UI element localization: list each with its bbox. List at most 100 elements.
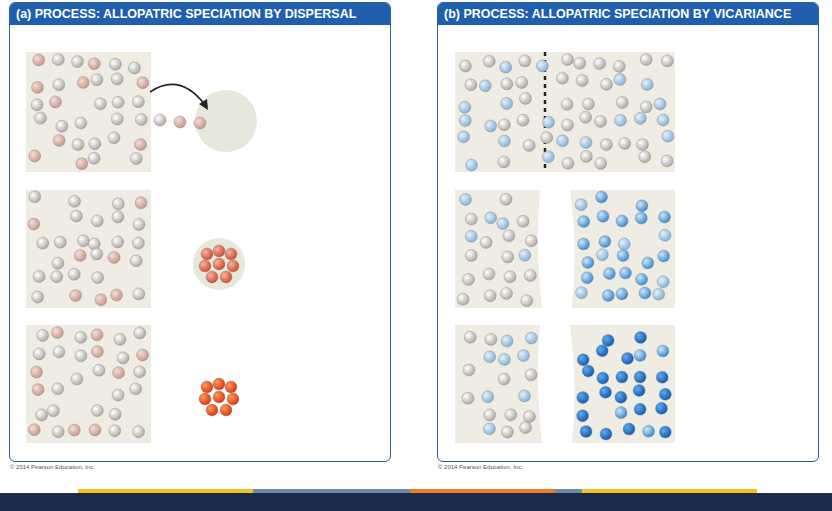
organism-dot — [597, 372, 609, 384]
organism-dot — [457, 293, 469, 305]
organism-dot — [53, 79, 65, 91]
organism-dot — [596, 191, 608, 203]
copyright-note: © 2014 Pearson Education, Inc. — [438, 464, 523, 470]
organism-dot — [52, 383, 64, 395]
organism-dot — [74, 249, 86, 261]
organism-dot — [51, 327, 63, 339]
organism-dot — [133, 288, 145, 300]
organism-dot — [135, 113, 147, 125]
organism-dot — [68, 268, 80, 280]
organism-dot — [562, 119, 574, 131]
organism-dot — [577, 392, 589, 404]
organism-dot — [109, 408, 121, 420]
organism-dot — [135, 139, 147, 151]
organism-dot — [213, 245, 225, 257]
organism-dot — [502, 251, 514, 263]
organism-dot — [137, 349, 149, 361]
organism-dot — [130, 383, 142, 395]
organism-dot — [617, 250, 629, 262]
organism-dot — [498, 353, 510, 365]
organism-dot — [108, 251, 120, 263]
organism-dot — [599, 236, 611, 248]
organism-dot — [501, 287, 513, 299]
organism-dot — [72, 139, 84, 151]
organism-dot — [225, 248, 237, 260]
organism-dot — [485, 120, 497, 132]
organism-dot — [576, 75, 588, 87]
organism-dot — [541, 132, 553, 144]
organism-dot — [109, 425, 121, 437]
organism-dot — [580, 150, 592, 162]
organism-dot — [498, 119, 510, 131]
organism-dot — [53, 346, 65, 358]
organism-dot — [601, 78, 613, 90]
organism-dot — [132, 237, 144, 249]
organism-dot — [133, 218, 145, 230]
organism-dot — [501, 78, 513, 90]
organism-dot — [498, 156, 510, 168]
organism-dot — [657, 276, 669, 288]
organism-dot — [201, 248, 213, 260]
organism-dot — [596, 345, 608, 357]
organism-dot — [33, 271, 45, 283]
organism-dot — [130, 255, 142, 267]
organism-dot — [71, 373, 83, 385]
organism-dot — [54, 236, 66, 248]
organism-dot — [69, 195, 81, 207]
organism-dot — [112, 389, 124, 401]
panel-title: (b) PROCESS: ALLOPATRIC SPECIATION BY VI… — [444, 3, 791, 25]
organism-dot — [47, 405, 59, 417]
organism-dot — [70, 210, 82, 222]
organism-dot — [500, 193, 512, 205]
organism-dot — [562, 54, 574, 66]
organism-dot — [35, 112, 47, 124]
organism-dot — [36, 409, 48, 421]
organism-dot — [459, 101, 471, 113]
organism-dot — [581, 272, 593, 284]
organism-dot — [480, 236, 492, 248]
organism-dot — [640, 101, 652, 113]
panel-header: (a) PROCESS: ALLOPATRIC SPECIATION BY DI… — [10, 3, 390, 25]
organism-dot — [199, 260, 211, 272]
organism-dot — [484, 351, 496, 363]
organism-dot — [501, 335, 513, 347]
organism-dot — [33, 54, 45, 66]
organism-dot — [613, 60, 625, 72]
organism-dot — [616, 96, 628, 108]
organism-dot — [639, 287, 651, 299]
organism-dot — [556, 72, 568, 84]
organism-dot — [643, 425, 655, 437]
organism-dot — [91, 74, 103, 86]
organism-dot — [594, 58, 606, 70]
organism-dot — [523, 411, 535, 423]
organism-dot — [225, 381, 237, 393]
organism-dot — [112, 236, 124, 248]
organism-dot — [616, 288, 628, 300]
organism-dot — [109, 58, 121, 70]
organism-dot — [88, 58, 100, 70]
organism-dot — [582, 98, 594, 110]
process-panel: (a) PROCESS: ALLOPATRIC SPECIATION BY DI… — [9, 2, 391, 462]
organism-dot — [517, 114, 529, 126]
organism-dot — [111, 73, 123, 85]
organism-dot — [227, 393, 239, 405]
organism-dot — [483, 423, 495, 435]
organism-dot — [618, 238, 630, 250]
organism-dot — [128, 62, 140, 74]
organism-dot — [597, 210, 609, 222]
organism-dot — [641, 79, 653, 91]
organism-dot — [520, 92, 532, 104]
organism-dot — [28, 424, 40, 436]
organism-dot — [504, 271, 516, 283]
organism-dot — [497, 218, 509, 230]
panel-header: (b) PROCESS: ALLOPATRIC SPECIATION BY VI… — [438, 3, 818, 25]
organism-dot — [635, 331, 647, 343]
organism-dot — [600, 139, 612, 151]
organism-dot — [498, 135, 510, 147]
organism-dot — [639, 151, 651, 163]
organism-dot — [137, 77, 149, 89]
organism-dot — [75, 350, 87, 362]
organism-dot — [111, 289, 123, 301]
organism-dot — [37, 329, 49, 341]
organism-dot — [89, 424, 101, 436]
